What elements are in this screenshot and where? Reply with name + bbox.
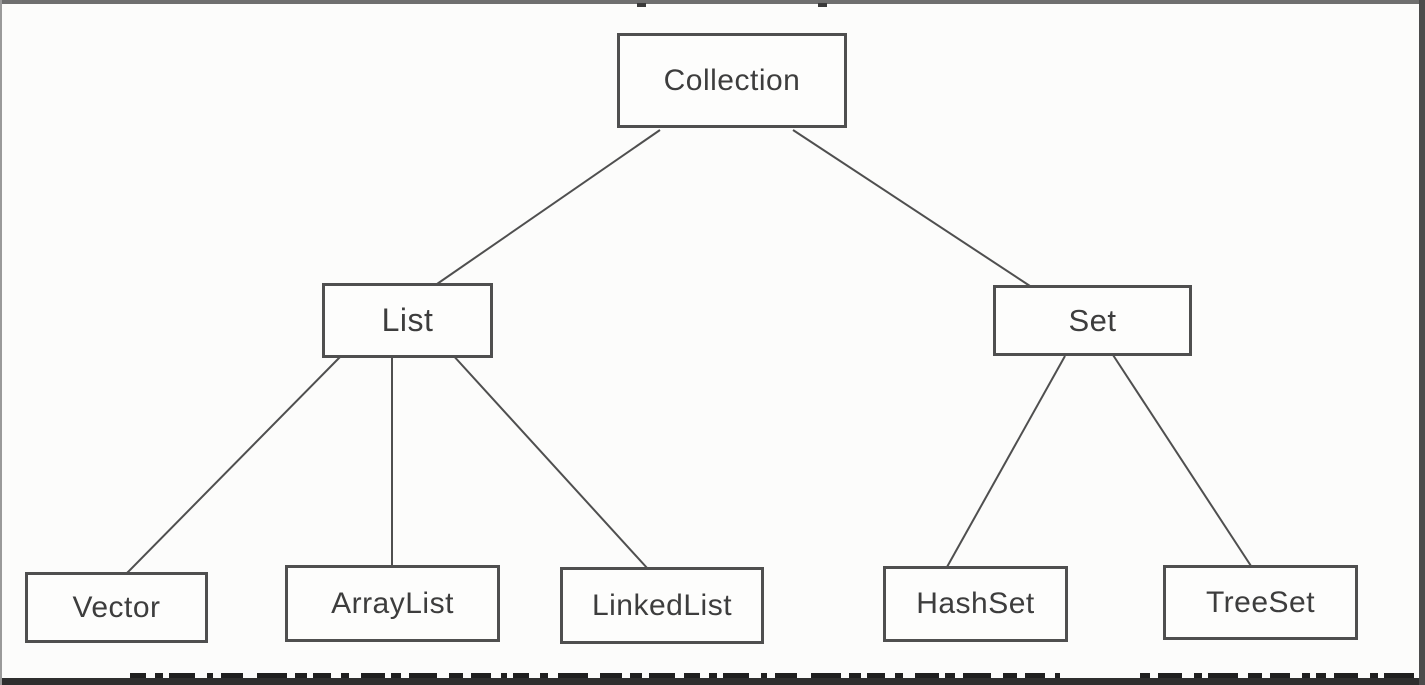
node-hashset-label: HashSet (916, 587, 1035, 620)
node-treeset-label: TreeSet (1205, 585, 1316, 619)
node-treeset: TreeSet (1163, 565, 1358, 640)
edge-collection-list (436, 129, 661, 285)
cropped-text-artifact (130, 673, 1418, 679)
node-arraylist: ArrayList (285, 565, 500, 642)
edge-list-linkedlist (450, 352, 649, 570)
top-crop-mark-left (637, 3, 646, 7)
node-vector: Vector (25, 572, 208, 643)
top-crop-mark-right (818, 3, 827, 7)
screen-edge-bottom (0, 678, 1425, 685)
node-arraylist-label: ArrayList (331, 586, 454, 620)
node-list-label: List (381, 302, 434, 338)
screen-edge-right (1419, 0, 1425, 685)
node-linkedlist: LinkedList (560, 567, 764, 644)
node-set: Set (993, 285, 1192, 356)
node-list: List (322, 283, 493, 358)
node-hashset: HashSet (883, 566, 1068, 642)
node-set-label: Set (1068, 302, 1117, 338)
edge-collection-set (792, 129, 1031, 287)
node-linkedlist-label: LinkedList (591, 588, 733, 622)
edge-set-treeset (1112, 354, 1254, 570)
edge-set-hashset (946, 355, 1066, 568)
screen-edge-top (0, 0, 1425, 4)
node-vector-label: Vector (72, 590, 161, 624)
screen-edge-left (0, 0, 2, 685)
node-collection: Collection (617, 33, 847, 128)
node-collection-label: Collection (663, 63, 801, 97)
edge-list-vector (126, 356, 341, 574)
